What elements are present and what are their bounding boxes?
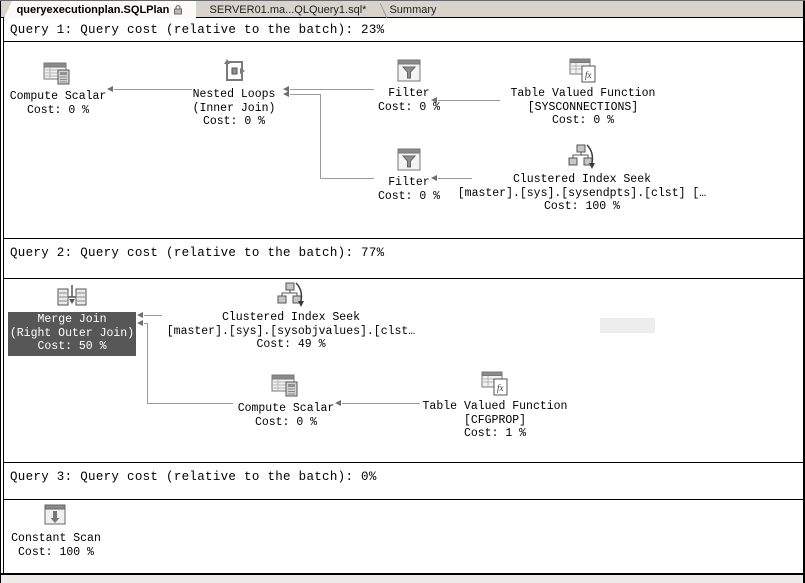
- window-border-left: [0, 1, 1, 583]
- render-artifact: [600, 318, 655, 333]
- connector-line: [320, 178, 374, 179]
- plan-node-compute-scalar[interactable]: Compute Scalar Cost: 0 %: [1, 61, 115, 117]
- node-sublabel: [master].[sys].[sysobjvalues].[clst…: [166, 324, 416, 338]
- connector-line: [290, 94, 321, 95]
- connector-arrow: [137, 320, 143, 326]
- plan-node-compute-scalar-2[interactable]: Compute Scalar Cost: 0 %: [229, 373, 343, 429]
- table-valued-function-icon: fx: [569, 58, 596, 83]
- filter-icon: [397, 59, 421, 82]
- node-cost: Cost: 0 %: [202, 115, 266, 128]
- plan-node-nested-loops[interactable]: Nested Loops (Inner Join) Cost: 0 %: [176, 58, 292, 129]
- connector-arrow: [431, 175, 437, 181]
- node-label: Compute Scalar: [9, 90, 107, 103]
- fx-glyph: fx: [585, 70, 592, 80]
- node-sublabel: (Inner Join): [192, 101, 276, 115]
- connector-line: [114, 89, 192, 90]
- tab-label: SERVER01.ma...QLQuery1.sql*: [209, 3, 367, 16]
- node-sublabel: [master].[sys].[sysendpts].[clst] […: [457, 186, 707, 200]
- constant-scan-icon: [44, 504, 66, 525]
- compute-scalar-icon: [43, 62, 70, 85]
- connector-arrow: [107, 86, 113, 92]
- fx-glyph: fx: [497, 383, 504, 393]
- clustered-index-seek-icon: [277, 282, 304, 307]
- tab-label: queryexecutionplan.SQLPlan: [16, 3, 170, 16]
- node-label: Clustered Index Seek: [221, 311, 361, 324]
- node-sublabel: (Right Outer Join): [9, 326, 135, 340]
- connector-line: [147, 323, 148, 404]
- content-border-left: [3, 18, 4, 574]
- node-cost: Cost: 0 %: [551, 114, 615, 127]
- node-cost: Cost: 100 %: [18, 545, 94, 559]
- selected-node-box[interactable]: Merge Join (Right Outer Join) Cost: 50 %: [8, 312, 136, 356]
- connector-arrow: [431, 97, 437, 103]
- tab-queryexecutionplan[interactable]: queryexecutionplan.SQLPlan: [4, 1, 196, 18]
- node-label: Compute Scalar: [237, 402, 335, 415]
- node-label: Filter: [388, 87, 430, 100]
- node-label: Table Valued Function: [510, 87, 656, 100]
- document-tab-bar: queryexecutionplan.SQLPlan SERVER01.ma..…: [0, 1, 805, 18]
- nested-loops-icon: [224, 59, 245, 81]
- plan-node-clustered-index-seek-1[interactable]: Clustered Index Seek [master].[sys].[sys…: [432, 144, 732, 214]
- node-sublabel: [CFGPROP]: [463, 413, 527, 427]
- window-bottom-strip: [0, 575, 805, 583]
- node-label: Table Valued Function: [422, 400, 568, 413]
- node-sublabel: [SYSCONNECTIONS]: [527, 100, 639, 114]
- node-label: Clustered Index Seek: [512, 173, 652, 186]
- window-border-right: [803, 1, 805, 583]
- connector-line: [320, 94, 321, 179]
- connector-line: [144, 323, 148, 324]
- table-valued-function-icon: fx: [481, 371, 508, 396]
- plan-node-merge-join-selected[interactable]: Merge Join (Right Outer Join) Cost: 50 %: [8, 284, 136, 356]
- connector-arrow: [137, 312, 143, 318]
- node-label: Constant Scan: [11, 532, 101, 545]
- compute-scalar-icon: [271, 374, 298, 397]
- plan-node-tvf-cfgprop[interactable]: fx Table Valued Function [CFGPROP] Cost:…: [412, 371, 578, 441]
- query1-header: Query 1: Query cost (relative to the bat…: [4, 18, 803, 42]
- plan-node-tvf-sysconnections[interactable]: fx Table Valued Function [SYSCONNECTIONS…: [500, 58, 666, 128]
- connector-line: [438, 178, 472, 179]
- node-cost: Cost: 1 %: [463, 427, 527, 440]
- merge-join-icon: [57, 285, 87, 306]
- node-label: Nested Loops: [192, 88, 276, 101]
- tab-sqlquery1[interactable]: SERVER01.ma...QLQuery1.sql*: [196, 1, 380, 18]
- connector-line: [438, 100, 500, 101]
- node-label: Filter: [388, 176, 430, 189]
- plan-node-constant-scan[interactable]: Constant Scan Cost: 100 %: [2, 503, 110, 559]
- node-cost: Cost: 0 %: [26, 103, 90, 117]
- node-cost: Cost: 100 %: [544, 200, 620, 213]
- content-border-bottom: [0, 573, 805, 575]
- connector-arrow: [335, 400, 341, 406]
- tab-label: Summary: [389, 3, 437, 16]
- lock-icon: [174, 4, 183, 15]
- plan-node-clustered-index-seek-2[interactable]: Clustered Index Seek [master].[sys].[sys…: [160, 282, 422, 352]
- node-cost: Cost: 0 %: [254, 415, 318, 429]
- node-cost: Cost: 0 %: [377, 100, 441, 114]
- plan-node-filter-2[interactable]: Filter Cost: 0 %: [373, 148, 445, 203]
- node-label: Merge Join: [37, 313, 107, 326]
- node-cost: Cost: 49 %: [256, 338, 326, 351]
- tab-summary[interactable]: Summary: [380, 1, 446, 18]
- query2-header: Query 2: Query cost (relative to the bat…: [4, 238, 803, 279]
- connector-line: [342, 403, 420, 404]
- connector-arrow: [283, 91, 289, 97]
- plan-node-filter-1[interactable]: Filter Cost: 0 %: [373, 59, 445, 114]
- connector-line: [144, 315, 162, 316]
- node-cost: Cost: 50 %: [37, 340, 107, 353]
- clustered-index-seek-icon: [568, 144, 595, 169]
- filter-icon: [397, 148, 421, 171]
- connector-line: [290, 89, 374, 90]
- connector-line: [147, 403, 233, 404]
- connector-arrow: [283, 86, 289, 92]
- query3-header: Query 3: Query cost (relative to the bat…: [4, 462, 803, 500]
- node-cost: Cost: 0 %: [377, 189, 441, 203]
